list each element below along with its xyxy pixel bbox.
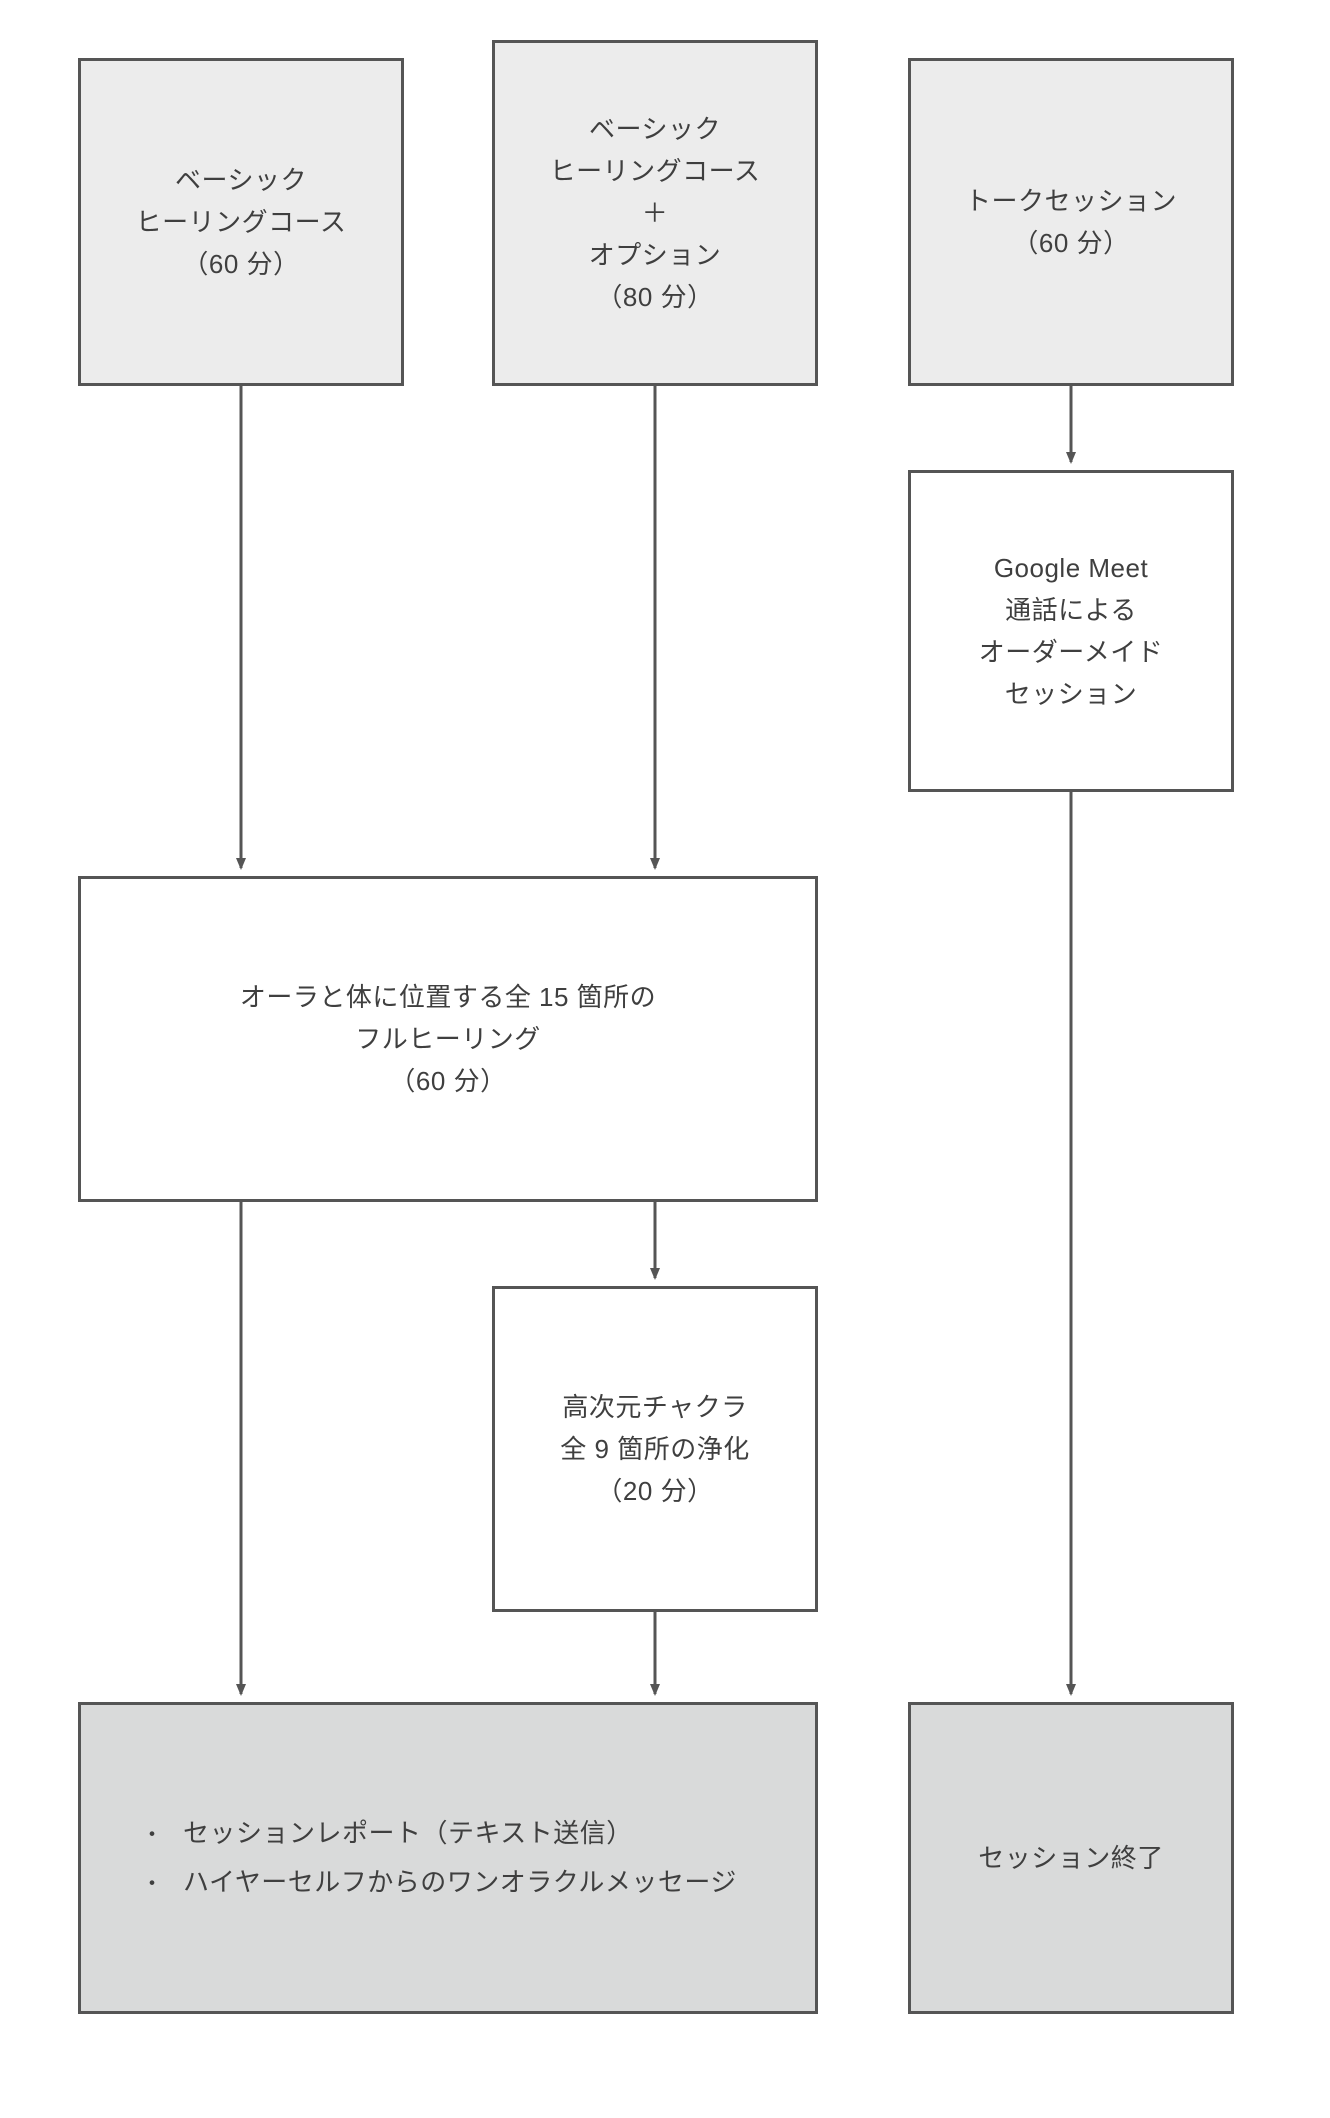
list-item-label: セッションレポート（テキスト送信） [183,1817,633,1848]
node-line: トークセッション [964,185,1177,216]
node-google-meet-session[interactable]: Google Meet 通話による オーダーメイド セッション [908,470,1234,792]
node-line: （20 分） [596,1476,714,1507]
node-line-plus: ＋ [641,197,669,228]
list-item: ・ セッションレポート（テキスト送信） [141,1809,737,1858]
node-line: フルヒーリング [355,1023,541,1054]
node-line: ベーシック [589,113,721,144]
node-line: 通話による [1005,594,1137,625]
node-line: 高次元チャクラ [562,1391,748,1422]
node-line: （80 分） [596,282,714,313]
deliverables-list: ・ セッションレポート（テキスト送信） ・ ハイヤーセルフからのワンオラクルメッ… [141,1809,737,1908]
node-line: Google Meet [993,552,1149,583]
bullet-marker: ・ [141,1821,164,1847]
node-line: （60 分） [182,249,300,280]
list-item: ・ ハイヤーセルフからのワンオラクルメッセージ [141,1858,737,1907]
node-session-finished[interactable]: セッション終了 [908,1702,1234,2014]
node-line: ヒーリングコース [135,206,347,237]
node-full-healing[interactable]: オーラと体に位置する全 15 箇所の フルヒーリング （60 分） [78,876,818,1202]
node-line: ヒーリングコース [549,155,761,186]
node-line: オーダーメイド [978,637,1164,667]
list-item-label: ハイヤーセルフからのワンオラクルメッセージ [183,1867,737,1897]
node-line: （60 分） [1012,228,1130,258]
node-line: セッション終了 [978,1842,1164,1873]
node-talk-session[interactable]: トークセッション （60 分） [908,58,1234,386]
bullet-marker: ・ [141,1871,164,1896]
node-basic-healing-course[interactable]: ベーシック ヒーリングコース （60 分） [78,58,404,386]
node-line: オプション [588,240,722,271]
node-line: （60 分） [389,1066,507,1097]
node-line: セッション [1004,679,1138,710]
node-high-dimension-chakra[interactable]: 高次元チャクラ 全 9 箇所の浄化 （20 分） [492,1286,818,1612]
node-line: 全 9 箇所の浄化 [560,1433,750,1464]
node-basic-healing-course-plus-option[interactable]: ベーシック ヒーリングコース ＋ オプション （80 分） [492,40,818,386]
node-line: オーラと体に位置する全 15 箇所の [239,981,657,1012]
node-session-deliverables[interactable]: ・ セッションレポート（テキスト送信） ・ ハイヤーセルフからのワンオラクルメッ… [78,1702,818,2014]
node-line: ベーシック [175,164,307,195]
